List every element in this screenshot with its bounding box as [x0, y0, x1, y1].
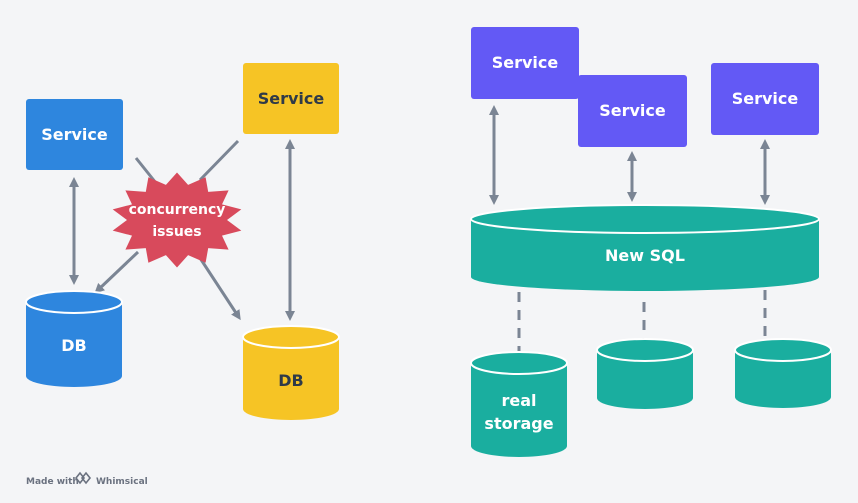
service-label: Service — [599, 101, 666, 120]
storage-cylinder-2 — [596, 338, 694, 409]
whimsical-logo-icon — [74, 471, 92, 485]
whimsical-watermark: Made with Whimsical — [26, 471, 148, 487]
burst-label-line2: issues — [152, 224, 201, 240]
db-cylinder-yellow: DB — [242, 325, 340, 420]
concurrency-burst: concurrency issues — [112, 172, 242, 268]
service-box-blue: Service — [26, 99, 123, 170]
storage-label-line1: real — [501, 391, 536, 410]
brand-label: Whimsical — [96, 477, 148, 487]
burst-label-line1: concurrency — [129, 202, 226, 218]
arrow-burst-to-blue-db — [94, 250, 140, 294]
service-box-purple-1: Service — [471, 27, 579, 99]
service-label: Service — [732, 89, 799, 108]
db-label: DB — [61, 336, 86, 355]
storage-label-line2: storage — [484, 414, 553, 433]
arrow-burst-to-yellow-db — [198, 257, 241, 321]
service-label: Service — [492, 53, 559, 72]
left-connectors — [69, 139, 295, 321]
right-connectors — [489, 105, 770, 205]
service-box-yellow: Service — [243, 63, 339, 134]
storage-cylinder-3 — [734, 338, 832, 408]
service-label: Service — [258, 89, 325, 108]
line-yellow-service-to-burst — [198, 139, 240, 182]
db-cylinder-blue: DB — [25, 290, 123, 387]
newsql-label: New SQL — [605, 246, 685, 265]
db-label: DB — [278, 371, 303, 390]
service-label: Service — [41, 125, 108, 144]
service-box-purple-2: Service — [578, 75, 687, 147]
newsql-cylinder: New SQL — [470, 204, 820, 291]
service-box-purple-3: Service — [711, 63, 819, 135]
storage-cylinder-real: real storage — [470, 351, 568, 457]
made-with-label: Made with — [26, 477, 79, 487]
